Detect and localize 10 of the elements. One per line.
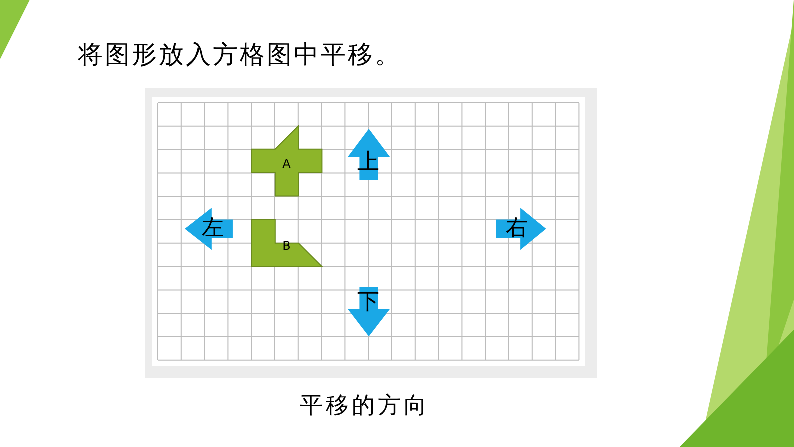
direction-label: 左 [202, 218, 224, 240]
right-arrow [496, 208, 546, 250]
title: 将图形放入方格图中平移。 [78, 39, 402, 71]
shape-label: B [282, 240, 291, 252]
l-shape [252, 220, 322, 267]
direction-label: 右 [506, 218, 528, 240]
shape-label: A [282, 158, 291, 170]
cross-shape [252, 126, 322, 197]
caption: 平移的方向 [300, 392, 430, 421]
left-arrow [184, 208, 233, 250]
